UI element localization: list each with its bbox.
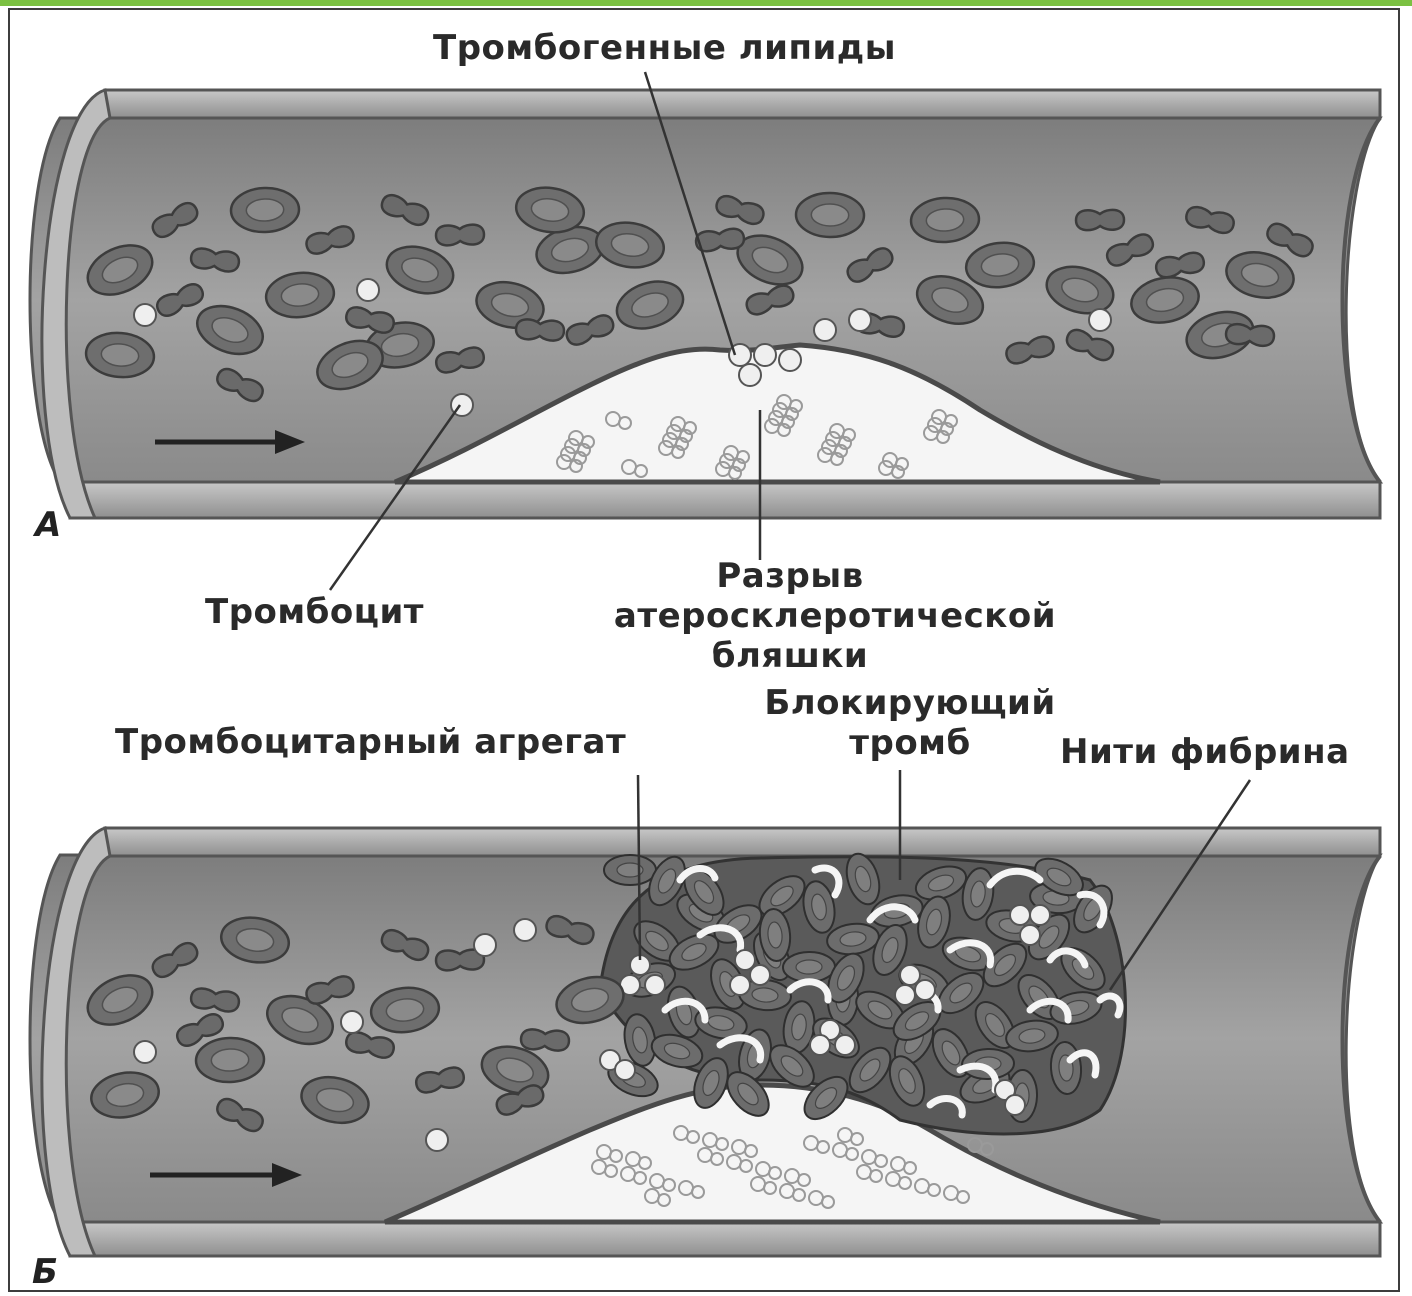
platelet <box>1089 309 1111 331</box>
red-blood-cell-side <box>1076 210 1124 231</box>
label-plaque-rupture-line2: атеросклеротической <box>575 596 1095 636</box>
platelet <box>895 985 915 1005</box>
label-platelet: Тромбоцит <box>205 592 424 632</box>
platelet <box>1005 1095 1025 1115</box>
platelet <box>341 1011 363 1033</box>
platelet <box>1030 905 1050 925</box>
label-platelet-aggregate: Тромбоцитарный агрегат <box>115 722 626 762</box>
platelet <box>357 279 379 301</box>
vessel-b-bottom-wall <box>70 1222 1380 1256</box>
label-plaque-rupture-line3: бляшки <box>485 636 1095 676</box>
platelet <box>615 1060 635 1080</box>
platelet <box>134 304 156 326</box>
red-blood-cell <box>796 192 865 237</box>
platelet <box>814 319 836 341</box>
platelet <box>810 1035 830 1055</box>
label-blocking-thrombus-line1: Блокирующий <box>735 683 1085 723</box>
vessel-b-top-wall <box>105 828 1380 856</box>
platelet <box>514 919 536 941</box>
label-blocking-thrombus: Блокирующий тромб <box>735 683 1085 763</box>
red-blood-cell <box>230 187 299 233</box>
panel-b-letter: Б <box>32 1252 58 1292</box>
platelet <box>1020 925 1040 945</box>
platelet <box>754 344 776 366</box>
vessel-a-bottom-wall <box>70 482 1380 518</box>
platelet <box>739 364 761 386</box>
vessel-b <box>30 828 1380 1256</box>
platelet <box>915 980 935 1000</box>
platelet <box>474 934 496 956</box>
panel-a-letter: А <box>35 505 61 545</box>
label-thrombogenic-lipids: Тромбогенные липиды <box>433 28 896 68</box>
platelet <box>645 975 665 995</box>
platelet <box>134 1041 156 1063</box>
platelet <box>735 950 755 970</box>
label-fibrin-threads: Нити фибрина <box>1060 732 1350 772</box>
red-blood-cell <box>195 1037 264 1083</box>
platelet <box>779 349 801 371</box>
label-blocking-thrombus-line2: тромб <box>735 723 1085 763</box>
red-blood-cell-side <box>436 224 485 246</box>
platelet <box>1010 905 1030 925</box>
platelet <box>426 1129 448 1151</box>
platelet <box>900 965 920 985</box>
platelet <box>730 975 750 995</box>
label-plaque-rupture: Разрыв атеросклеротической бляшки <box>575 556 1095 676</box>
platelet <box>750 965 770 985</box>
platelet <box>835 1035 855 1055</box>
vessel-a-top-wall <box>105 90 1380 118</box>
platelet <box>849 309 871 331</box>
vessel-a <box>30 90 1380 518</box>
label-plaque-rupture-line1: Разрыв <box>485 556 1095 596</box>
